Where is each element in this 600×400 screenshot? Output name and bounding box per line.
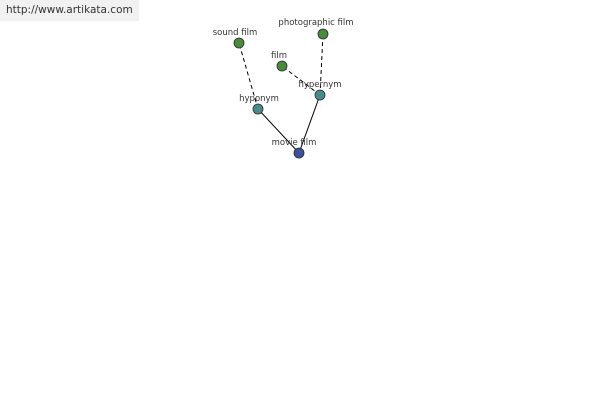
- edge-movie-film-to-hypernym: [298, 94, 321, 154]
- node-photographic-film[interactable]: photographic film: [278, 18, 354, 40]
- node-marker-photographic-film[interactable]: [317, 28, 329, 40]
- node-hypernym[interactable]: hypernym: [298, 80, 342, 101]
- node-label-film[interactable]: film: [271, 51, 287, 61]
- edge-movie-film-to-hyponym: [257, 108, 300, 154]
- node-movie-film[interactable]: movie film: [272, 138, 317, 159]
- nodes-layer: sound film photographic film film hyponym hy…: [213, 18, 354, 159]
- edge-hyponym-to-sound-film: [238, 42, 259, 110]
- node-marker-hypernym[interactable]: [314, 89, 326, 101]
- node-hyponym[interactable]: hyponym: [239, 94, 279, 115]
- edge-hypernym-to-film: [281, 65, 321, 96]
- node-sound-film[interactable]: sound film: [213, 28, 258, 49]
- node-marker-sound-film[interactable]: [233, 37, 245, 49]
- node-label-sound-film[interactable]: sound film: [213, 28, 258, 38]
- edge-hypernym-to-photographic-film: [319, 33, 324, 96]
- node-label-hypernym[interactable]: hypernym: [298, 80, 341, 90]
- node-label-movie-film[interactable]: movie film: [272, 138, 317, 148]
- node-marker-hyponym[interactable]: [252, 103, 264, 115]
- node-label-hyponym[interactable]: hyponym: [239, 94, 279, 104]
- edges-layer: [238, 33, 324, 154]
- source-banner: http://www.artikata.com: [0, 0, 139, 21]
- node-marker-film[interactable]: [276, 60, 288, 72]
- node-marker-movie-film[interactable]: [293, 147, 305, 159]
- source-url[interactable]: http://www.artikata.com: [6, 4, 133, 16]
- node-label-photographic-film[interactable]: photographic film: [278, 18, 353, 28]
- node-film[interactable]: film: [271, 51, 288, 72]
